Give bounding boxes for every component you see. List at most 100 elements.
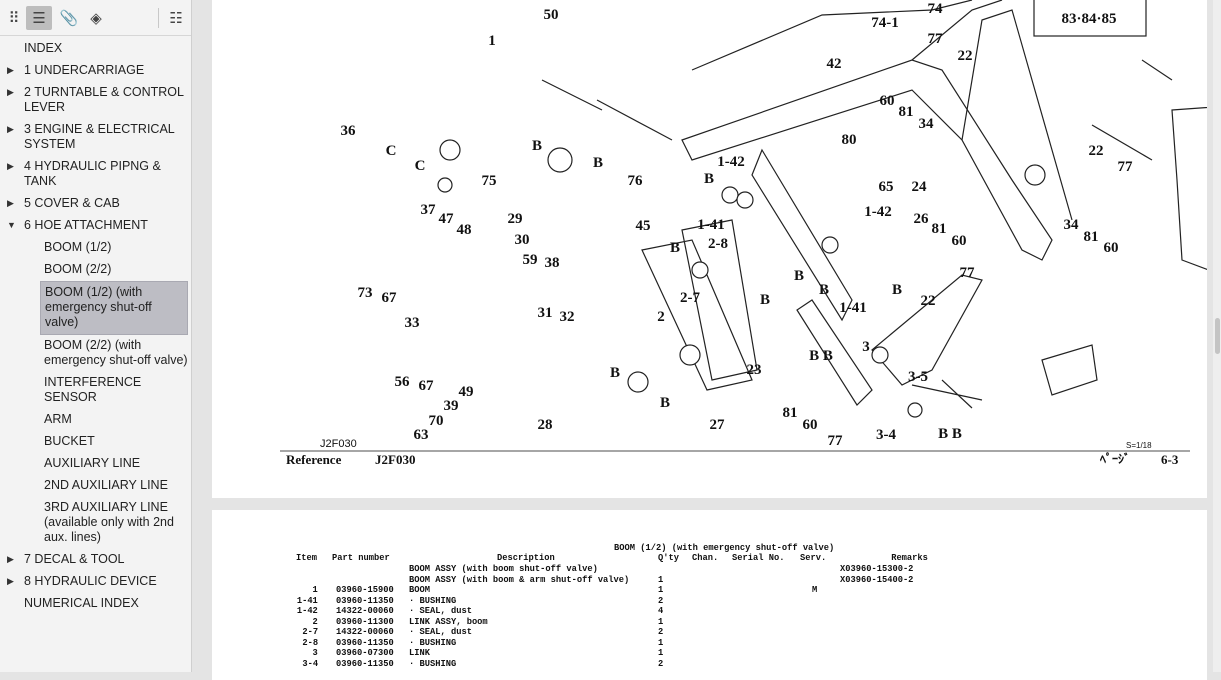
chevron-right-icon[interactable]: ▶ (7, 576, 14, 586)
callout-label: 77 (960, 265, 976, 281)
bookmark-item[interactable]: BOOM (2/2) (with emergency shut-off valv… (0, 335, 192, 372)
chevron-down-icon[interactable]: ▼ (7, 220, 16, 230)
table-cell: BOOM (409, 584, 430, 595)
layers-button[interactable]: ◈ (83, 6, 109, 30)
attachments-button[interactable]: 📎 (56, 6, 82, 30)
callout-label: 3-4 (876, 427, 896, 443)
callout-label: C (386, 143, 397, 159)
callout-label: B (704, 171, 714, 187)
chevron-right-icon[interactable]: ▶ (7, 161, 14, 171)
callout-label: 1-41 (839, 300, 867, 316)
bookmark-item[interactable]: ▶7 DECAL & TOOL (0, 549, 192, 571)
bookmark-item[interactable]: INTERFERENCE SENSOR (0, 372, 192, 409)
footer-sheet: S=1/18 (1126, 441, 1152, 450)
table-cell: Remarks (891, 552, 928, 563)
bookmark-item[interactable]: AUXILIARY LINE (0, 453, 192, 475)
bookmark-item[interactable]: BOOM (1/2) (0, 237, 192, 259)
bookmark-item[interactable]: ▶ 8 HYDRAULIC DEVICE (0, 571, 192, 593)
table-cell: X03960-15400-2 (840, 573, 914, 585)
callout-label: 77 (1118, 159, 1134, 175)
callout-box-label: 83·84·85 (1061, 11, 1116, 27)
bookmark-label: BOOM (1/2) (44, 240, 112, 254)
bookmark-item[interactable]: ▼ 6 HOE ATTACHMENT (0, 215, 192, 237)
callout-label: 34 (1064, 217, 1080, 233)
table-cell: 2 (312, 615, 318, 627)
table-cell: 3 (312, 647, 318, 658)
table-cell: · BUSHING (409, 594, 457, 606)
chevron-right-icon[interactable]: ▶ (7, 124, 14, 134)
callout-label: 24 (912, 179, 928, 195)
bookmark-item[interactable]: ▶ 5 COVER & CAB (0, 193, 192, 215)
part-outline (911, 59, 1173, 409)
collapse-outline-button[interactable]: ☷ (163, 6, 189, 30)
vertical-scrollbar[interactable] (1213, 0, 1221, 672)
page-parts-list: BOOM (1/2) (with emergency shut-off valv… (212, 510, 1207, 680)
part-outline (681, 59, 1053, 261)
table-cell: Serial No. (732, 552, 785, 563)
callout-label: 81 (783, 405, 798, 421)
bookmark-item[interactable]: BOOM (1/2) (with emergency shut-off valv… (40, 281, 188, 335)
callout-label: 56 (395, 374, 411, 390)
table-cell: Part number (332, 552, 390, 563)
table-cell: 03960-11300 (336, 615, 394, 627)
table-cell: Description (497, 552, 555, 563)
bookmark-label: 6 HOE ATTACHMENT (24, 218, 148, 232)
bookmark-label: BOOM (2/2) (with emergency shut-off valv… (44, 338, 188, 367)
bookmark-item[interactable]: ▶ 3 ENGINE & ELECTRICAL SYSTEM (0, 119, 192, 156)
callout-label: 67 (382, 290, 398, 306)
bookmark-label: INDEX (24, 41, 63, 55)
callout-label: B (610, 365, 620, 381)
table-cell: LINK ASSY, boom (409, 615, 488, 627)
chevron-right-icon[interactable]: ▶ (7, 554, 14, 564)
part-circle (736, 191, 754, 209)
bookmark-item[interactable]: ▶4 HYDRAULIC PIPNG & TANK (0, 156, 192, 193)
bookmark-item[interactable]: BUCKET (0, 431, 192, 453)
bookmark-item[interactable]: INDEX (0, 38, 192, 60)
chevron-right-icon[interactable]: ▶ (7, 65, 14, 75)
bookmark-label: 8 HYDRAULIC DEVICE (24, 574, 157, 588)
callout-label: 36 (341, 123, 357, 139)
callout-label: 81 (899, 104, 914, 120)
callout-label: 80 (842, 132, 857, 148)
footer-reference-code: J2F030 (375, 452, 415, 467)
attachments-icon: 📎 (59, 10, 79, 27)
bookmark-label: BOOM (1/2) (with emergency shut-off valv… (45, 285, 152, 329)
callout-label: 34 (919, 116, 935, 132)
bookmark-item[interactable]: ▶ 2 TURNTABLE & CONTROL LEVER (0, 82, 192, 119)
bookmark-item[interactable]: NUMERICAL INDEX (0, 593, 192, 615)
table-cell: · SEAL, dust (409, 605, 472, 616)
part-circle (437, 177, 453, 193)
table-cell: Q'ty (658, 552, 679, 563)
callout-label: 59 (523, 252, 538, 268)
chevron-right-icon[interactable]: ▶ (7, 198, 14, 208)
bookmark-item[interactable]: ARM (0, 409, 192, 431)
table-cell: Serv. (800, 552, 827, 563)
bookmark-item[interactable]: 3RD AUXILIARY LINE (available only with … (0, 497, 192, 549)
bookmark-label: 2 TURNTABLE & CONTROL LEVER (24, 85, 184, 114)
bookmark-item[interactable]: 2ND AUXILIARY LINE (0, 475, 192, 497)
table-cell: 1 (658, 647, 664, 658)
thumbnails-button[interactable]: ⠿ (1, 6, 27, 30)
part-circle (691, 261, 709, 279)
part-outline (681, 219, 758, 381)
callout-label: 1-41 (697, 217, 725, 233)
table-cell: 14322-00060 (336, 626, 394, 637)
bookmarks-button[interactable]: ☰ (26, 6, 52, 30)
bookmark-label: 5 COVER & CAB (24, 196, 120, 210)
part-outline (1171, 105, 1221, 276)
scrollbar-thumb[interactable] (1215, 318, 1220, 354)
table-cell: Item (296, 552, 317, 563)
bookmark-item[interactable]: BOOM (2/2) (0, 259, 192, 281)
callout-label: 75 (482, 173, 497, 189)
callout-label: 2-8 (708, 236, 728, 252)
chevron-right-icon[interactable]: ▶ (7, 87, 14, 97)
callout-label: C (415, 158, 426, 174)
footer-page-label: ﾍﾟｰｼﾞ (1099, 451, 1130, 466)
bookmark-label: 3 ENGINE & ELECTRICAL SYSTEM (24, 122, 175, 151)
bookmark-item[interactable]: ▶1 UNDERCARRIAGE (0, 60, 192, 82)
table-cell: 14322-00060 (336, 605, 394, 616)
table-cell: 03960-11350 (336, 594, 394, 606)
